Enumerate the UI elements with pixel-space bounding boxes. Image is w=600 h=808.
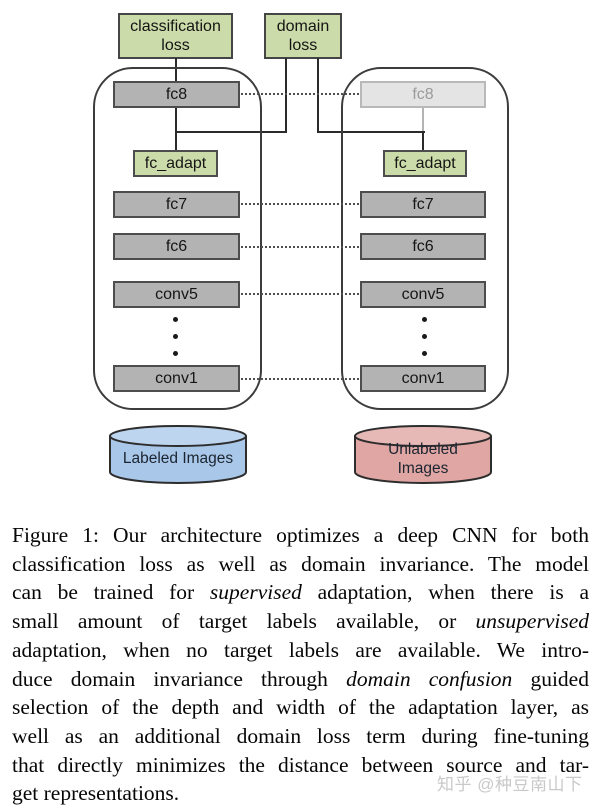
unlabeled-images-label: Unlabeled Images <box>388 441 458 477</box>
dotted-link-conv1 <box>241 378 359 380</box>
dotted-link-fc7 <box>241 203 359 205</box>
wire-junction-to-fcadapt-target <box>422 131 424 152</box>
ellipsis-dot <box>422 351 427 356</box>
dotted-link-conv5 <box>241 293 359 295</box>
source-network-frame <box>93 67 262 410</box>
wire-domainloss-left-horizontal <box>176 131 287 133</box>
wire-frozen-fc8-drop <box>422 108 424 132</box>
layer-box-conv1-target: conv1 <box>360 365 486 392</box>
caption-line: well as an additional domain loss term d… <box>12 723 589 748</box>
ellipsis-dot <box>173 317 178 322</box>
target-network-frame <box>341 67 509 410</box>
layer-box-fc6-target: fc6 <box>360 233 486 260</box>
ellipsis-dot <box>422 317 427 322</box>
classification-loss-box: classification loss <box>118 13 233 59</box>
layer-box-fc7-source: fc7 <box>113 191 240 218</box>
layer-box-fc6-source: fc6 <box>113 233 240 260</box>
caption-line: classification loss as well as domain in… <box>12 551 589 576</box>
caption-line: adaptation, when no target labels are av… <box>12 637 589 662</box>
caption-line: can be trained for supervised adaptation… <box>12 580 589 605</box>
layer-box-conv1-source: conv1 <box>113 365 240 392</box>
layer-box-fcadapt-source: fc_adapt <box>133 150 218 177</box>
wire-clsloss-to-fc8 <box>175 58 177 82</box>
caption-line: selection of the depth and width of the … <box>12 695 589 720</box>
unlabeled-images-cylinder-icon <box>354 425 492 484</box>
dotted-link-fc8 <box>241 93 359 95</box>
caption-line: Figure 1: Our architecture optimizes a d… <box>12 523 589 547</box>
dotted-link-fc6 <box>241 246 359 248</box>
wire-domainloss-left-drop <box>285 58 287 133</box>
layer-box-conv5-source: conv5 <box>113 281 240 308</box>
labeled-images-cylinder-icon <box>109 425 247 484</box>
layer-box-conv5-target: conv5 <box>360 281 486 308</box>
wire-domainloss-right-horizontal <box>318 131 425 133</box>
caption-line: small amount of target labels available,… <box>12 609 589 634</box>
ellipsis-dot <box>173 351 178 356</box>
domain-loss-box: domain loss <box>264 13 342 59</box>
layer-box-fc8-source: fc8 <box>113 81 240 108</box>
watermark-text: 知乎 @种豆南山下 <box>437 775 583 794</box>
figure-caption: Figure 1: Our architecture optimizes a d… <box>12 521 589 808</box>
caption-line: that directly minimizes the distance bet… <box>12 752 589 777</box>
wire-fc8-to-fcadapt-source <box>175 108 177 152</box>
ellipsis-dot <box>173 334 178 339</box>
caption-line: duce domain invariance through domain co… <box>12 666 589 691</box>
labeled-images-label: Labeled Images <box>122 450 234 467</box>
caption-line: get representations. <box>12 781 180 806</box>
layer-box-fcadapt-target: fc_adapt <box>383 150 467 177</box>
layer-box-fc7-target: fc7 <box>360 191 486 218</box>
layer-box-fc8-target-frozen: fc8 <box>360 81 486 108</box>
wire-domainloss-right-drop <box>317 58 319 133</box>
architecture-diagram: classification loss domain loss fc8 fc_a… <box>93 13 509 484</box>
ellipsis-dot <box>422 334 427 339</box>
